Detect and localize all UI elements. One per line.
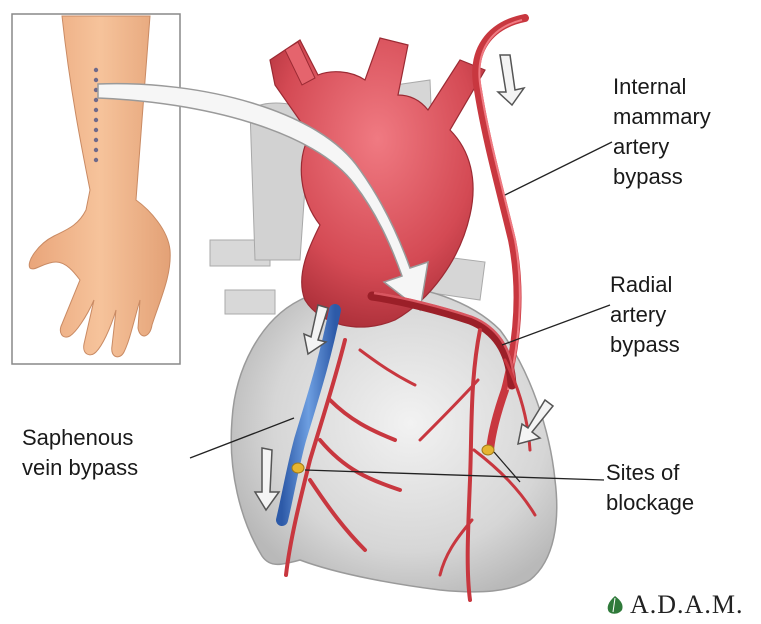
logo-text: A.D.A.M. xyxy=(630,590,743,620)
adam-logo: A.D.A.M. xyxy=(604,590,743,620)
label-blockage: Sites of blockage xyxy=(606,458,694,518)
forearm-inset xyxy=(12,14,180,364)
label-radial: Radial artery bypass xyxy=(610,270,680,360)
label-internal-mammary: Internal mammary artery bypass xyxy=(613,72,711,192)
label-saphenous: Saphenous vein bypass xyxy=(22,423,138,483)
leaf-icon xyxy=(604,594,626,616)
